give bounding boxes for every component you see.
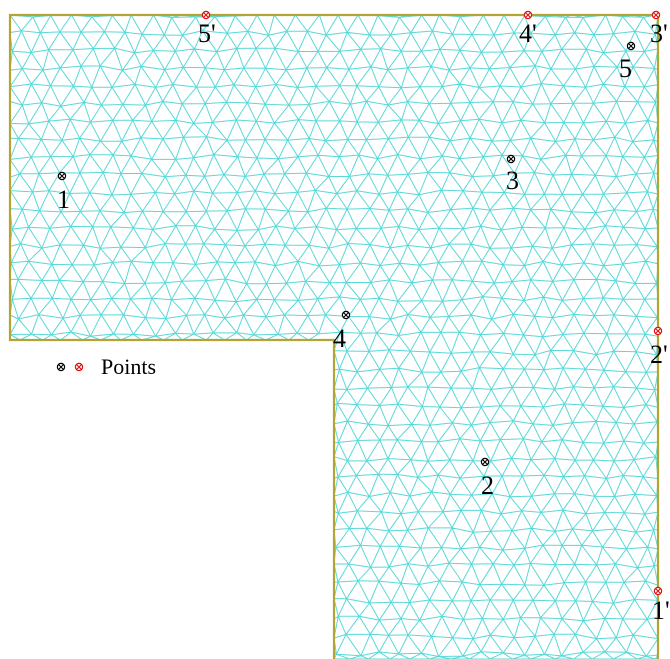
legend-red-point-icon — [74, 362, 84, 372]
point-label-1: 1 — [57, 185, 70, 214]
legend-label: Points — [101, 354, 156, 379]
boundary-point-1-prime-icon — [653, 586, 663, 596]
point-label-5: 5 — [619, 54, 632, 83]
interior-point-1-icon — [57, 171, 67, 181]
legend-black-point-icon — [56, 362, 66, 372]
point-label-1-prime: 1' — [652, 596, 670, 625]
point-label-2: 2 — [481, 471, 494, 500]
domain-boundary — [8, 13, 660, 659]
boundary-point-4-prime-icon — [523, 10, 533, 20]
boundary-point-5-prime-icon — [201, 10, 211, 20]
interior-point-4-icon — [341, 310, 351, 320]
interior-point-2-icon — [480, 457, 490, 467]
point-markers — [57, 10, 663, 596]
point-label-4-prime: 4' — [519, 19, 537, 48]
interior-point-5-icon — [626, 41, 636, 51]
boundary-point-2-prime-icon — [653, 326, 663, 336]
interior-point-3-icon — [506, 154, 516, 164]
point-label-3: 3 — [506, 166, 519, 195]
legend: Points — [56, 354, 156, 379]
boundary-point-3-prime-icon — [651, 10, 661, 20]
point-label-3-prime: 3' — [650, 19, 668, 48]
point-label-5-prime: 5' — [198, 19, 216, 48]
point-label-4: 4 — [333, 324, 346, 353]
point-label-2-prime: 2' — [650, 340, 668, 369]
